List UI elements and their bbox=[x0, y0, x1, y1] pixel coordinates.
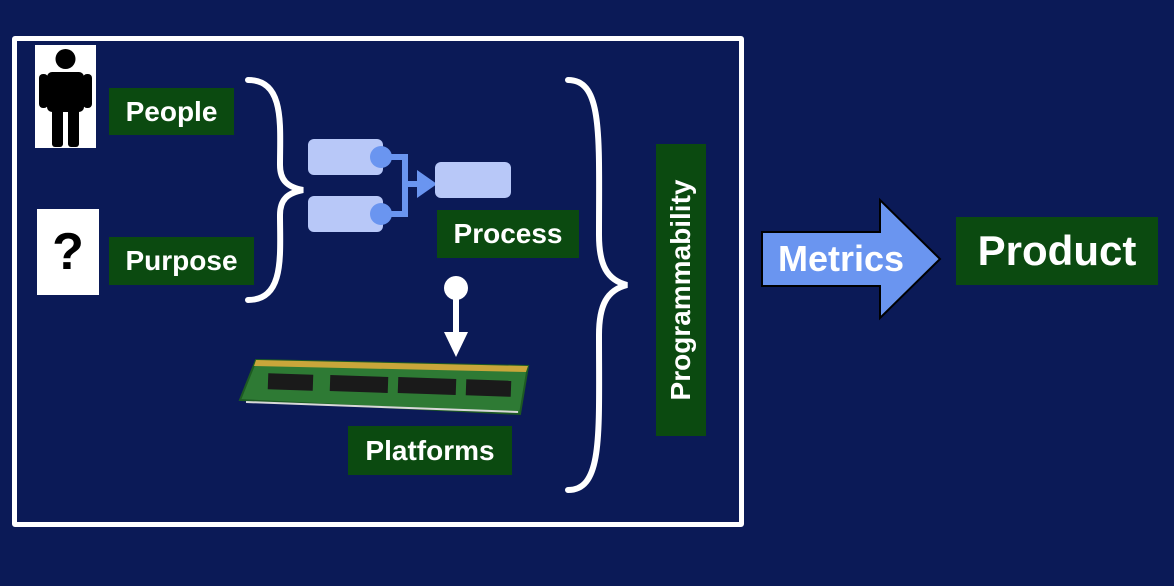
product-label: Product bbox=[956, 217, 1158, 285]
process-flow-icon bbox=[308, 139, 511, 232]
framed-region bbox=[12, 36, 744, 527]
programmability-label: Programmability bbox=[656, 144, 706, 436]
purpose-label: Purpose bbox=[109, 237, 254, 285]
platforms-label: Platforms bbox=[348, 426, 512, 475]
person-icon bbox=[35, 45, 96, 148]
metrics-label: Metrics bbox=[777, 238, 905, 279]
question-glyph: ? bbox=[52, 223, 84, 281]
left-brace bbox=[245, 77, 304, 303]
platform-connector-arrow bbox=[444, 276, 468, 357]
people-label: People bbox=[109, 88, 234, 135]
process-label: Process bbox=[437, 210, 579, 258]
right-brace bbox=[565, 77, 628, 493]
metrics-arrow bbox=[761, 197, 942, 321]
programmability-text: Programmability bbox=[665, 179, 696, 401]
memory-module-icon bbox=[238, 358, 530, 416]
question-icon: ? bbox=[37, 209, 99, 295]
